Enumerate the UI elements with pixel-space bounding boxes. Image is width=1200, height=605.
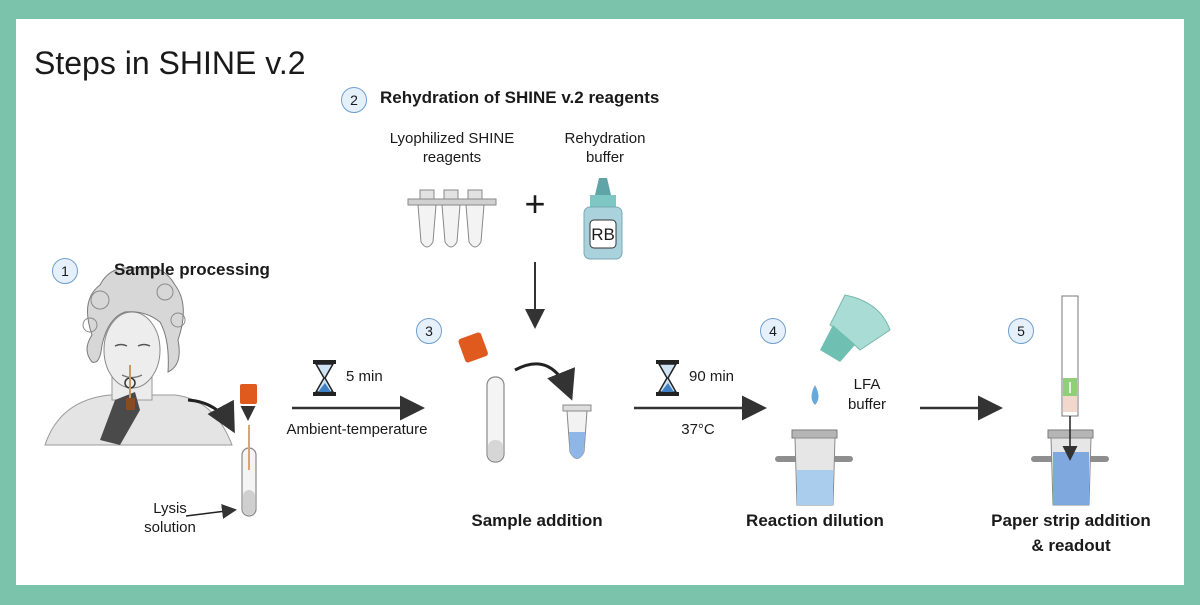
lysis-tube xyxy=(240,384,257,517)
sample-transfer-illustration xyxy=(458,332,592,463)
lyophilized-reagent-tubes xyxy=(407,189,497,248)
step-1-badge: 1 xyxy=(52,258,78,284)
step-1-label: Sample processing xyxy=(114,260,270,279)
buffer-label-line2: buffer xyxy=(585,149,625,166)
rehydration-buffer-bottle xyxy=(583,178,623,260)
step-2-label: Rehydration of SHINE v.2 reagents xyxy=(380,88,660,107)
step-3-label: Sample addition xyxy=(471,511,603,530)
step-5-badge: 5 xyxy=(1008,318,1034,344)
incubation-time-2: 90 min xyxy=(689,368,735,385)
step-4-badge: 4 xyxy=(760,318,786,344)
lfa-label-line1: LFA xyxy=(853,376,881,393)
lfa-label-line2: buffer xyxy=(847,396,887,413)
lfa-buffer-dropper xyxy=(811,294,891,405)
lysis-pointer xyxy=(185,504,237,519)
reaction-dilution-tube xyxy=(775,429,853,506)
step-2-badge: 2 xyxy=(341,87,367,113)
lysis-label-line1: Lysis xyxy=(153,500,187,517)
incubation-time-1: 5 min xyxy=(346,368,383,385)
figure-panel xyxy=(16,19,1184,585)
figure-title: Steps in SHINE v.2 xyxy=(34,45,306,81)
paper-strip-readout xyxy=(1031,295,1109,506)
incubation-condition-2: 37°C xyxy=(681,421,715,438)
buffer-label-line1: Rehydration xyxy=(564,130,646,147)
step-5-label-line1: Paper strip addition xyxy=(991,511,1151,530)
hourglass-icon xyxy=(656,360,679,396)
step-5-label-line2: & readout xyxy=(1031,536,1111,555)
step-4-label: Reaction dilution xyxy=(746,511,884,530)
lyophilized-label-line1: Lyophilized SHINE xyxy=(389,130,515,147)
incubation-condition-1: Ambient-temperature xyxy=(286,421,428,438)
bottle-label: RB xyxy=(591,225,615,244)
step-3-badge: 3 xyxy=(416,318,442,344)
lyophilized-label-line2: reagents xyxy=(422,149,482,166)
hourglass-icon xyxy=(313,360,336,396)
curved-arrow-1 xyxy=(187,398,235,434)
lysis-label-line2: solution xyxy=(144,519,196,536)
plus-sign: + xyxy=(524,183,546,224)
person-illustration xyxy=(44,266,233,446)
